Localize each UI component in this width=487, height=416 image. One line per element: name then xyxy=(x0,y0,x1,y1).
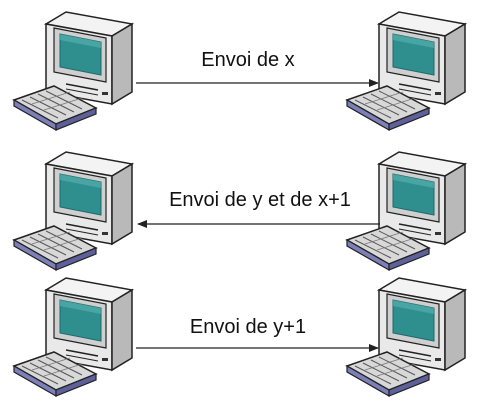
message-label-2: Envoi de y et de x+1 xyxy=(169,189,351,211)
desktop-computer-icon xyxy=(346,11,466,131)
message-label-3: Envoi de y+1 xyxy=(190,316,306,338)
message-label-1: Envoi de x xyxy=(201,49,294,71)
computer-left-2 xyxy=(13,151,133,271)
desktop-computer-icon xyxy=(13,277,133,397)
computer-left-1 xyxy=(13,11,133,131)
desktop-computer-icon xyxy=(13,11,133,131)
desktop-computer-icon xyxy=(13,151,133,271)
computer-left-3 xyxy=(13,277,133,397)
desktop-computer-icon xyxy=(346,277,466,397)
desktop-computer-icon xyxy=(346,151,466,271)
computer-right-1 xyxy=(346,11,466,131)
computer-right-2 xyxy=(346,151,466,271)
computer-right-3 xyxy=(346,277,466,397)
